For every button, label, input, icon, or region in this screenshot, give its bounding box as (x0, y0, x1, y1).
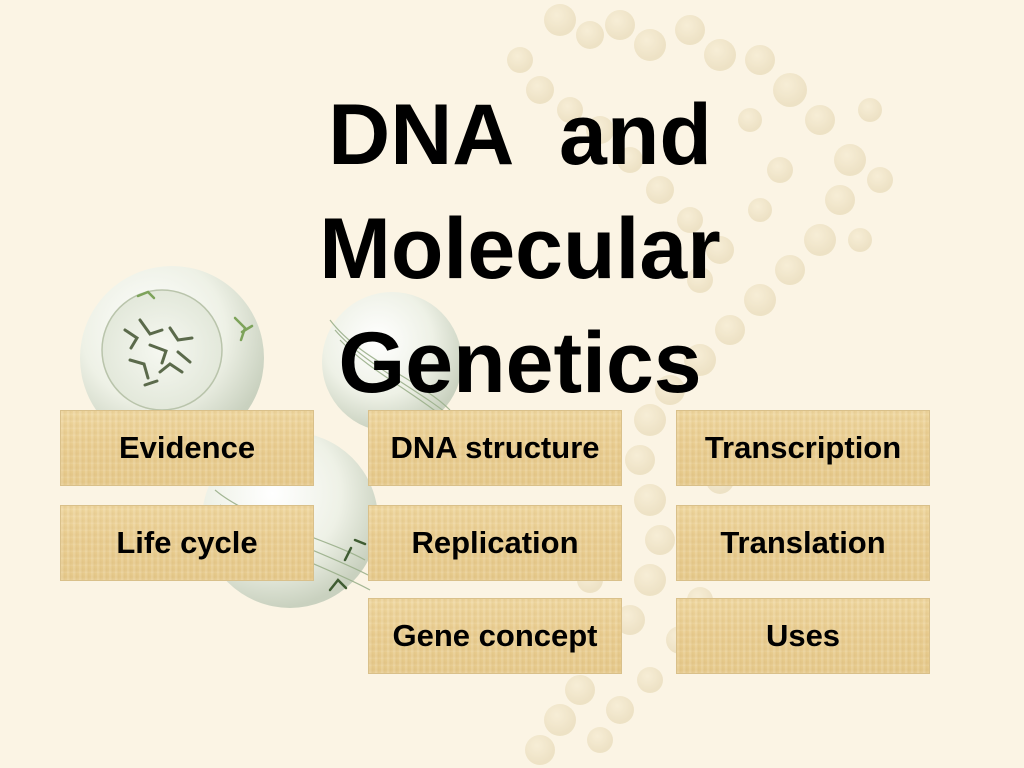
transcription-button-label: Transcription (704, 430, 902, 465)
title-line-1: DNA and (328, 87, 712, 183)
life-cycle-button[interactable]: Life cycle (60, 505, 314, 581)
page-title: DNA and Molecular Genetics (230, 78, 810, 420)
uses-button[interactable]: Uses (676, 598, 930, 674)
evidence-button[interactable]: Evidence (60, 410, 314, 486)
transcription-button[interactable]: Transcription (676, 410, 930, 486)
translation-button-label: Translation (720, 525, 886, 560)
dna-structure-button[interactable]: DNA structure (368, 410, 622, 486)
evidence-button-label: Evidence (118, 430, 256, 465)
title-line-2: Molecular (319, 201, 721, 297)
replication-button-label: Replication (411, 525, 579, 560)
title-line-3: Genetics (338, 315, 702, 411)
cell-nucleus-chromosomes-icon (80, 266, 264, 450)
dna-structure-button-label: DNA structure (390, 430, 600, 465)
uses-button-label: Uses (765, 618, 841, 653)
gene-concept-button-label: Gene concept (392, 618, 598, 653)
life-cycle-button-label: Life cycle (116, 525, 258, 560)
gene-concept-button[interactable]: Gene concept (368, 598, 622, 674)
replication-button[interactable]: Replication (368, 505, 622, 581)
translation-button[interactable]: Translation (676, 505, 930, 581)
